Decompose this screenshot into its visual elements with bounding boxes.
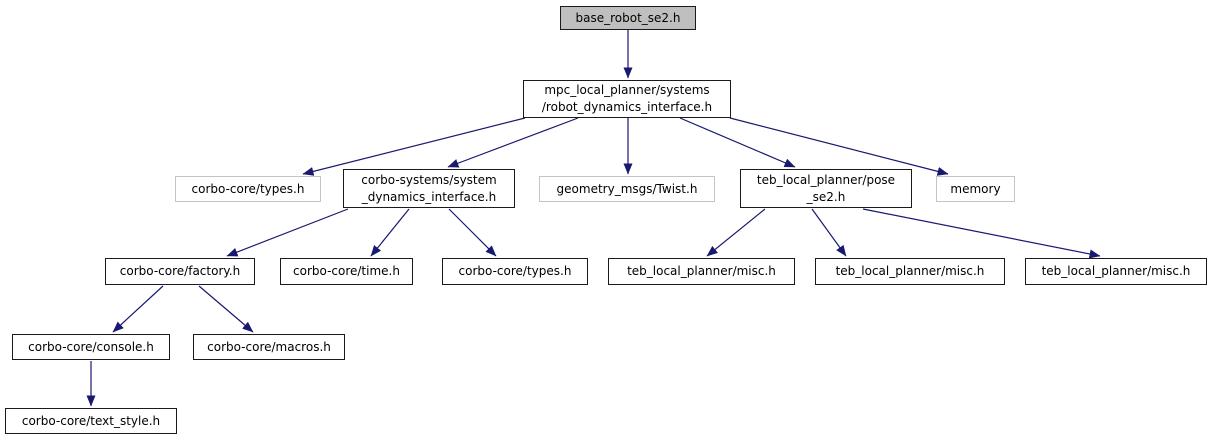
node-label: base_robot_se2.h bbox=[575, 10, 681, 25]
edge-mpc-robot-dynamics-interface--corbo-core-types-ext bbox=[302, 117, 526, 176]
node-mpc-robot-dynamics-interface[interactable]: mpc_local_planner/systems /robot_dynamic… bbox=[523, 80, 731, 118]
node-label: teb_local_planner/misc.h bbox=[627, 264, 776, 278]
node-teb-pose-se2[interactable]: teb_local_planner/pose _se2.h bbox=[740, 169, 912, 208]
node-corbo-core-console[interactable]: corbo-core/console.h bbox=[12, 334, 170, 360]
node-label: corbo-systems/system _dynamics_interface… bbox=[361, 172, 497, 204]
node-label: teb_local_planner/misc.h bbox=[1041, 264, 1191, 278]
edge-mpc-robot-dynamics-interface--memory bbox=[729, 117, 949, 176]
node-corbo-core-types-ext: corbo-core/types.h bbox=[175, 176, 321, 202]
node-label: corbo-core/console.h bbox=[28, 339, 154, 354]
edge-corbo-systems-system-dynamics-interface--corbo-core-factory bbox=[226, 208, 349, 257]
node-teb-misc-3[interactable]: teb_local_planner/misc.h bbox=[1025, 258, 1207, 285]
edge-corbo-systems-system-dynamics-interface--corbo-core-time bbox=[370, 208, 410, 257]
node-corbo-core-time[interactable]: corbo-core/time.h bbox=[280, 258, 413, 285]
node-corbo-core-factory[interactable]: corbo-core/factory.h bbox=[105, 258, 255, 285]
node-label: corbo-core/factory.h bbox=[119, 264, 241, 278]
node-label: teb_local_planner/misc.h bbox=[835, 264, 985, 278]
node-corbo-core-text-style[interactable]: corbo-core/text_style.h bbox=[5, 408, 177, 434]
node-corbo-core-types[interactable]: corbo-core/types.h bbox=[442, 258, 588, 285]
node-teb-misc-2[interactable]: teb_local_planner/misc.h bbox=[815, 258, 1005, 285]
node-corbo-systems-system-dynamics-interface[interactable]: corbo-systems/system _dynamics_interface… bbox=[343, 169, 515, 208]
edge-corbo-core-factory--corbo-core-macros bbox=[198, 285, 254, 333]
edge-teb-pose-se2--teb-misc-3 bbox=[862, 208, 1101, 259]
node-label: corbo-core/types.h bbox=[191, 181, 305, 196]
node-corbo-core-macros[interactable]: corbo-core/macros.h bbox=[193, 334, 345, 360]
node-label: mpc_local_planner/systems /robot_dynamic… bbox=[541, 83, 713, 114]
node-label: corbo-core/types.h bbox=[458, 264, 572, 278]
edge-corbo-core-factory--corbo-core-console bbox=[112, 285, 164, 333]
node-label: corbo-core/time.h bbox=[293, 264, 400, 278]
edge-corbo-systems-system-dynamics-interface--corbo-core-types bbox=[448, 208, 497, 257]
edge-teb-pose-se2--teb-misc-2 bbox=[811, 208, 847, 257]
node-label: corbo-core/macros.h bbox=[207, 339, 331, 354]
node-teb-misc-1[interactable]: teb_local_planner/misc.h bbox=[608, 258, 795, 285]
edge-mpc-robot-dynamics-interface--corbo-systems-system-dynamics-interface bbox=[447, 117, 579, 168]
node-label: geometry_msgs/Twist.h bbox=[556, 181, 698, 196]
node-label: corbo-core/text_style.h bbox=[21, 413, 161, 428]
node-memory: memory bbox=[936, 176, 1015, 202]
node-label: memory bbox=[950, 181, 1001, 196]
edge-mpc-robot-dynamics-interface--teb-pose-se2 bbox=[679, 117, 796, 168]
node-geometry-msgs-twist: geometry_msgs/Twist.h bbox=[539, 176, 715, 202]
edge-teb-pose-se2--teb-misc-1 bbox=[706, 208, 766, 257]
node-label: teb_local_planner/pose _se2.h bbox=[756, 172, 896, 204]
node-base-robot-se2: base_robot_se2.h bbox=[560, 6, 696, 30]
